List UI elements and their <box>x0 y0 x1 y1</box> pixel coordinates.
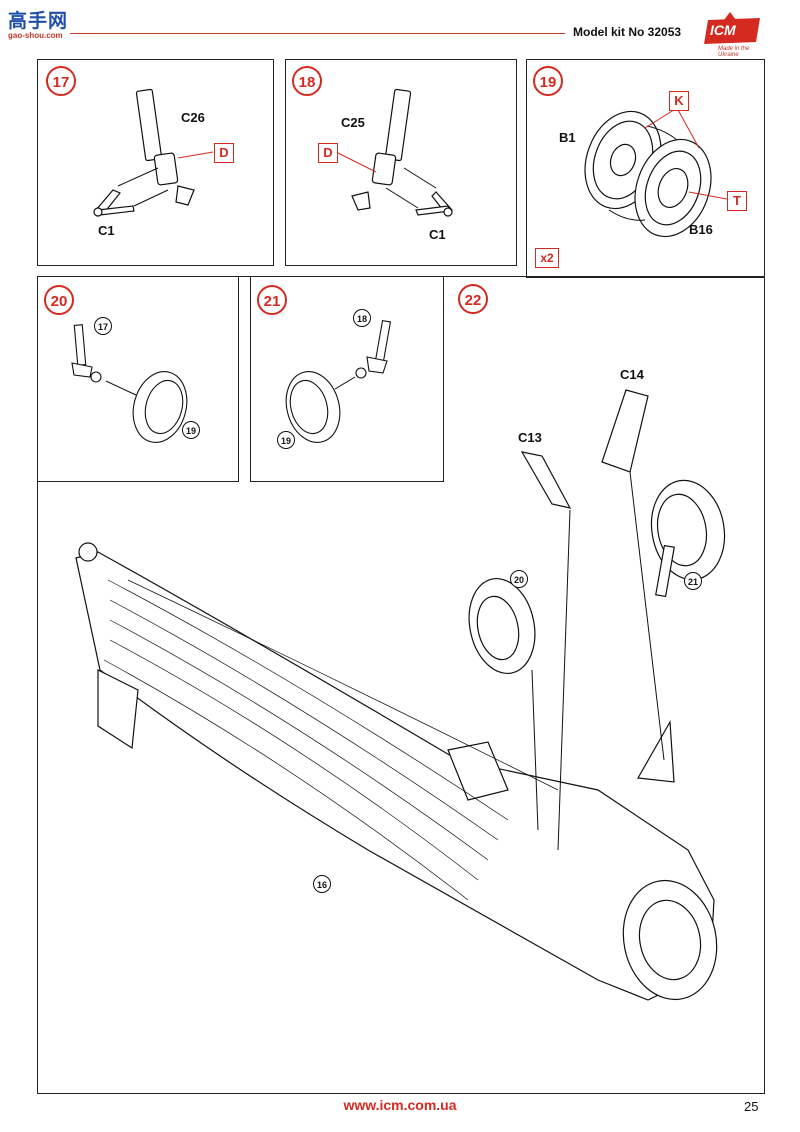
part-label-c1: C1 <box>429 227 446 242</box>
ref-step-20: 20 <box>510 570 528 588</box>
part-label-c14: C14 <box>620 367 644 382</box>
footer-url[interactable]: www.icm.com.ua <box>343 1097 457 1113</box>
ref-step-17: 17 <box>94 317 112 335</box>
step-20-drawing <box>71 324 188 443</box>
model-kit-number: Model kit No 32053 <box>573 25 682 39</box>
part-label-c25: C25 <box>341 115 365 130</box>
step-number: 17 <box>46 66 76 96</box>
step-21-drawing <box>285 319 392 443</box>
step-number: 20 <box>44 285 74 315</box>
glue-marker-t: T <box>727 191 747 211</box>
step-21-panel: 21 18 19 <box>250 276 444 482</box>
icm-logo-shape <box>704 12 760 44</box>
part-label-c26: C26 <box>181 110 205 125</box>
watermark-title: 高手网 <box>8 10 69 32</box>
watermark-subtitle: gao-shou.com <box>8 31 63 40</box>
glue-marker-k: K <box>669 91 689 111</box>
part-label-c1: C1 <box>98 223 115 238</box>
ref-step-19: 19 <box>182 421 200 439</box>
step-17-panel: 17 C26 C1 D <box>37 59 274 266</box>
icm-logo: ICM Made in the Ukraine <box>700 12 766 58</box>
ref-step-21: 21 <box>684 572 702 590</box>
part-label-c13: C13 <box>518 430 542 445</box>
step-19-drawing <box>584 107 733 238</box>
step-number: 21 <box>257 285 287 315</box>
glue-marker-d: D <box>318 143 338 163</box>
glue-marker-d: D <box>214 143 234 163</box>
step-18-drawing <box>335 88 453 217</box>
header-rule <box>70 33 565 34</box>
part-label-b16: B16 <box>689 222 713 237</box>
step-20-panel: 20 17 19 <box>37 276 239 482</box>
ref-step-18: 18 <box>353 309 371 327</box>
step-19-panel: 19 B1 B16 K T x2 <box>526 59 765 278</box>
step-number: 18 <box>292 66 322 96</box>
ref-part-16: 16 <box>313 875 331 893</box>
page-number: 25 <box>744 1099 759 1114</box>
step-22-number: 22 <box>458 284 488 314</box>
step-22-fuselage-drawing <box>75 389 726 1001</box>
ref-step-19: 19 <box>277 431 295 449</box>
step-number: 19 <box>533 66 563 96</box>
watermark-logo: 高手网 gao-shou.com <box>8 6 70 40</box>
quantity-multiplier: x2 <box>535 248 559 268</box>
step-17-drawing <box>93 88 214 217</box>
part-label-b1: B1 <box>559 130 576 145</box>
step-18-panel: 18 C25 C1 D <box>285 59 517 266</box>
brand-tagline: Made in the Ukraine <box>718 46 750 58</box>
brand-name: ICM <box>710 22 736 38</box>
